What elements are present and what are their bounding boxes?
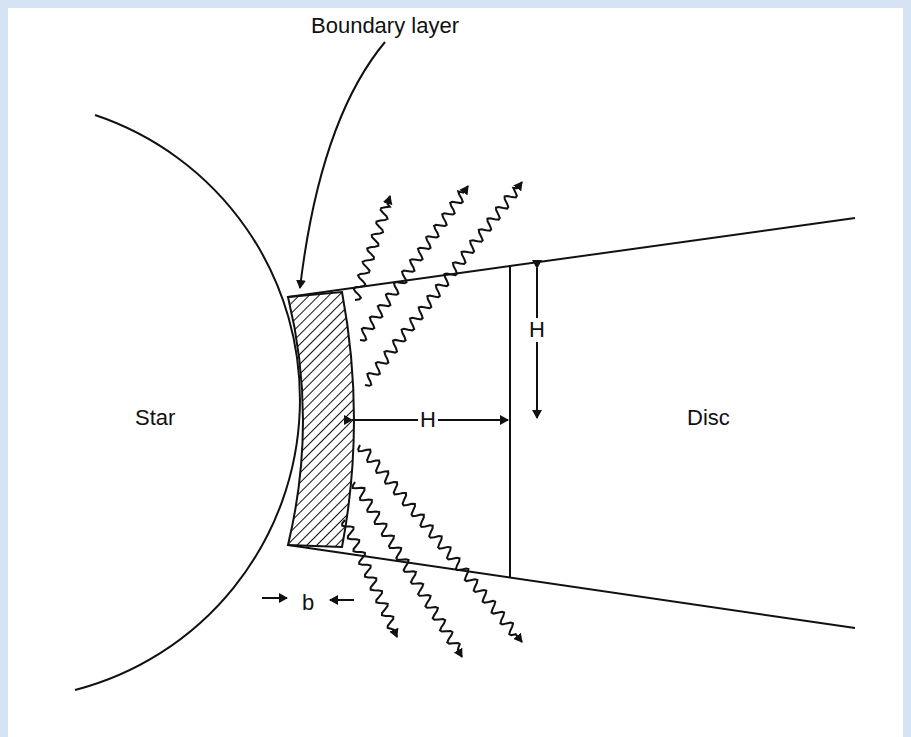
dimension-label: b <box>300 591 316 615</box>
part-name: Boundary layer <box>309 14 461 38</box>
dimension-arrow <box>536 268 538 418</box>
dimension-arrow <box>262 597 287 599</box>
node-text: Star <box>133 406 177 430</box>
radiation-arrow <box>365 182 522 386</box>
boundary-layer <box>288 292 354 547</box>
dimension-label: b <box>300 591 316 615</box>
node-text: Disc <box>685 406 732 430</box>
part-name: Boundary layer <box>309 14 461 38</box>
leader-line <box>300 42 385 288</box>
page-ground <box>8 8 903 737</box>
disc-label: Disc <box>685 406 732 430</box>
star-outline <box>75 115 300 690</box>
disc-lower-surface <box>288 545 855 628</box>
star-label: Star <box>133 406 177 430</box>
dimension-label: H <box>418 408 438 432</box>
dimension-label: H <box>527 318 547 342</box>
dimension-label: H <box>418 408 438 432</box>
dimension-label: H <box>527 318 547 342</box>
dimension-arrow <box>330 599 354 601</box>
disc-section-line <box>509 266 511 578</box>
radiation-arrow <box>354 196 390 300</box>
radiation-arrow <box>342 520 397 637</box>
